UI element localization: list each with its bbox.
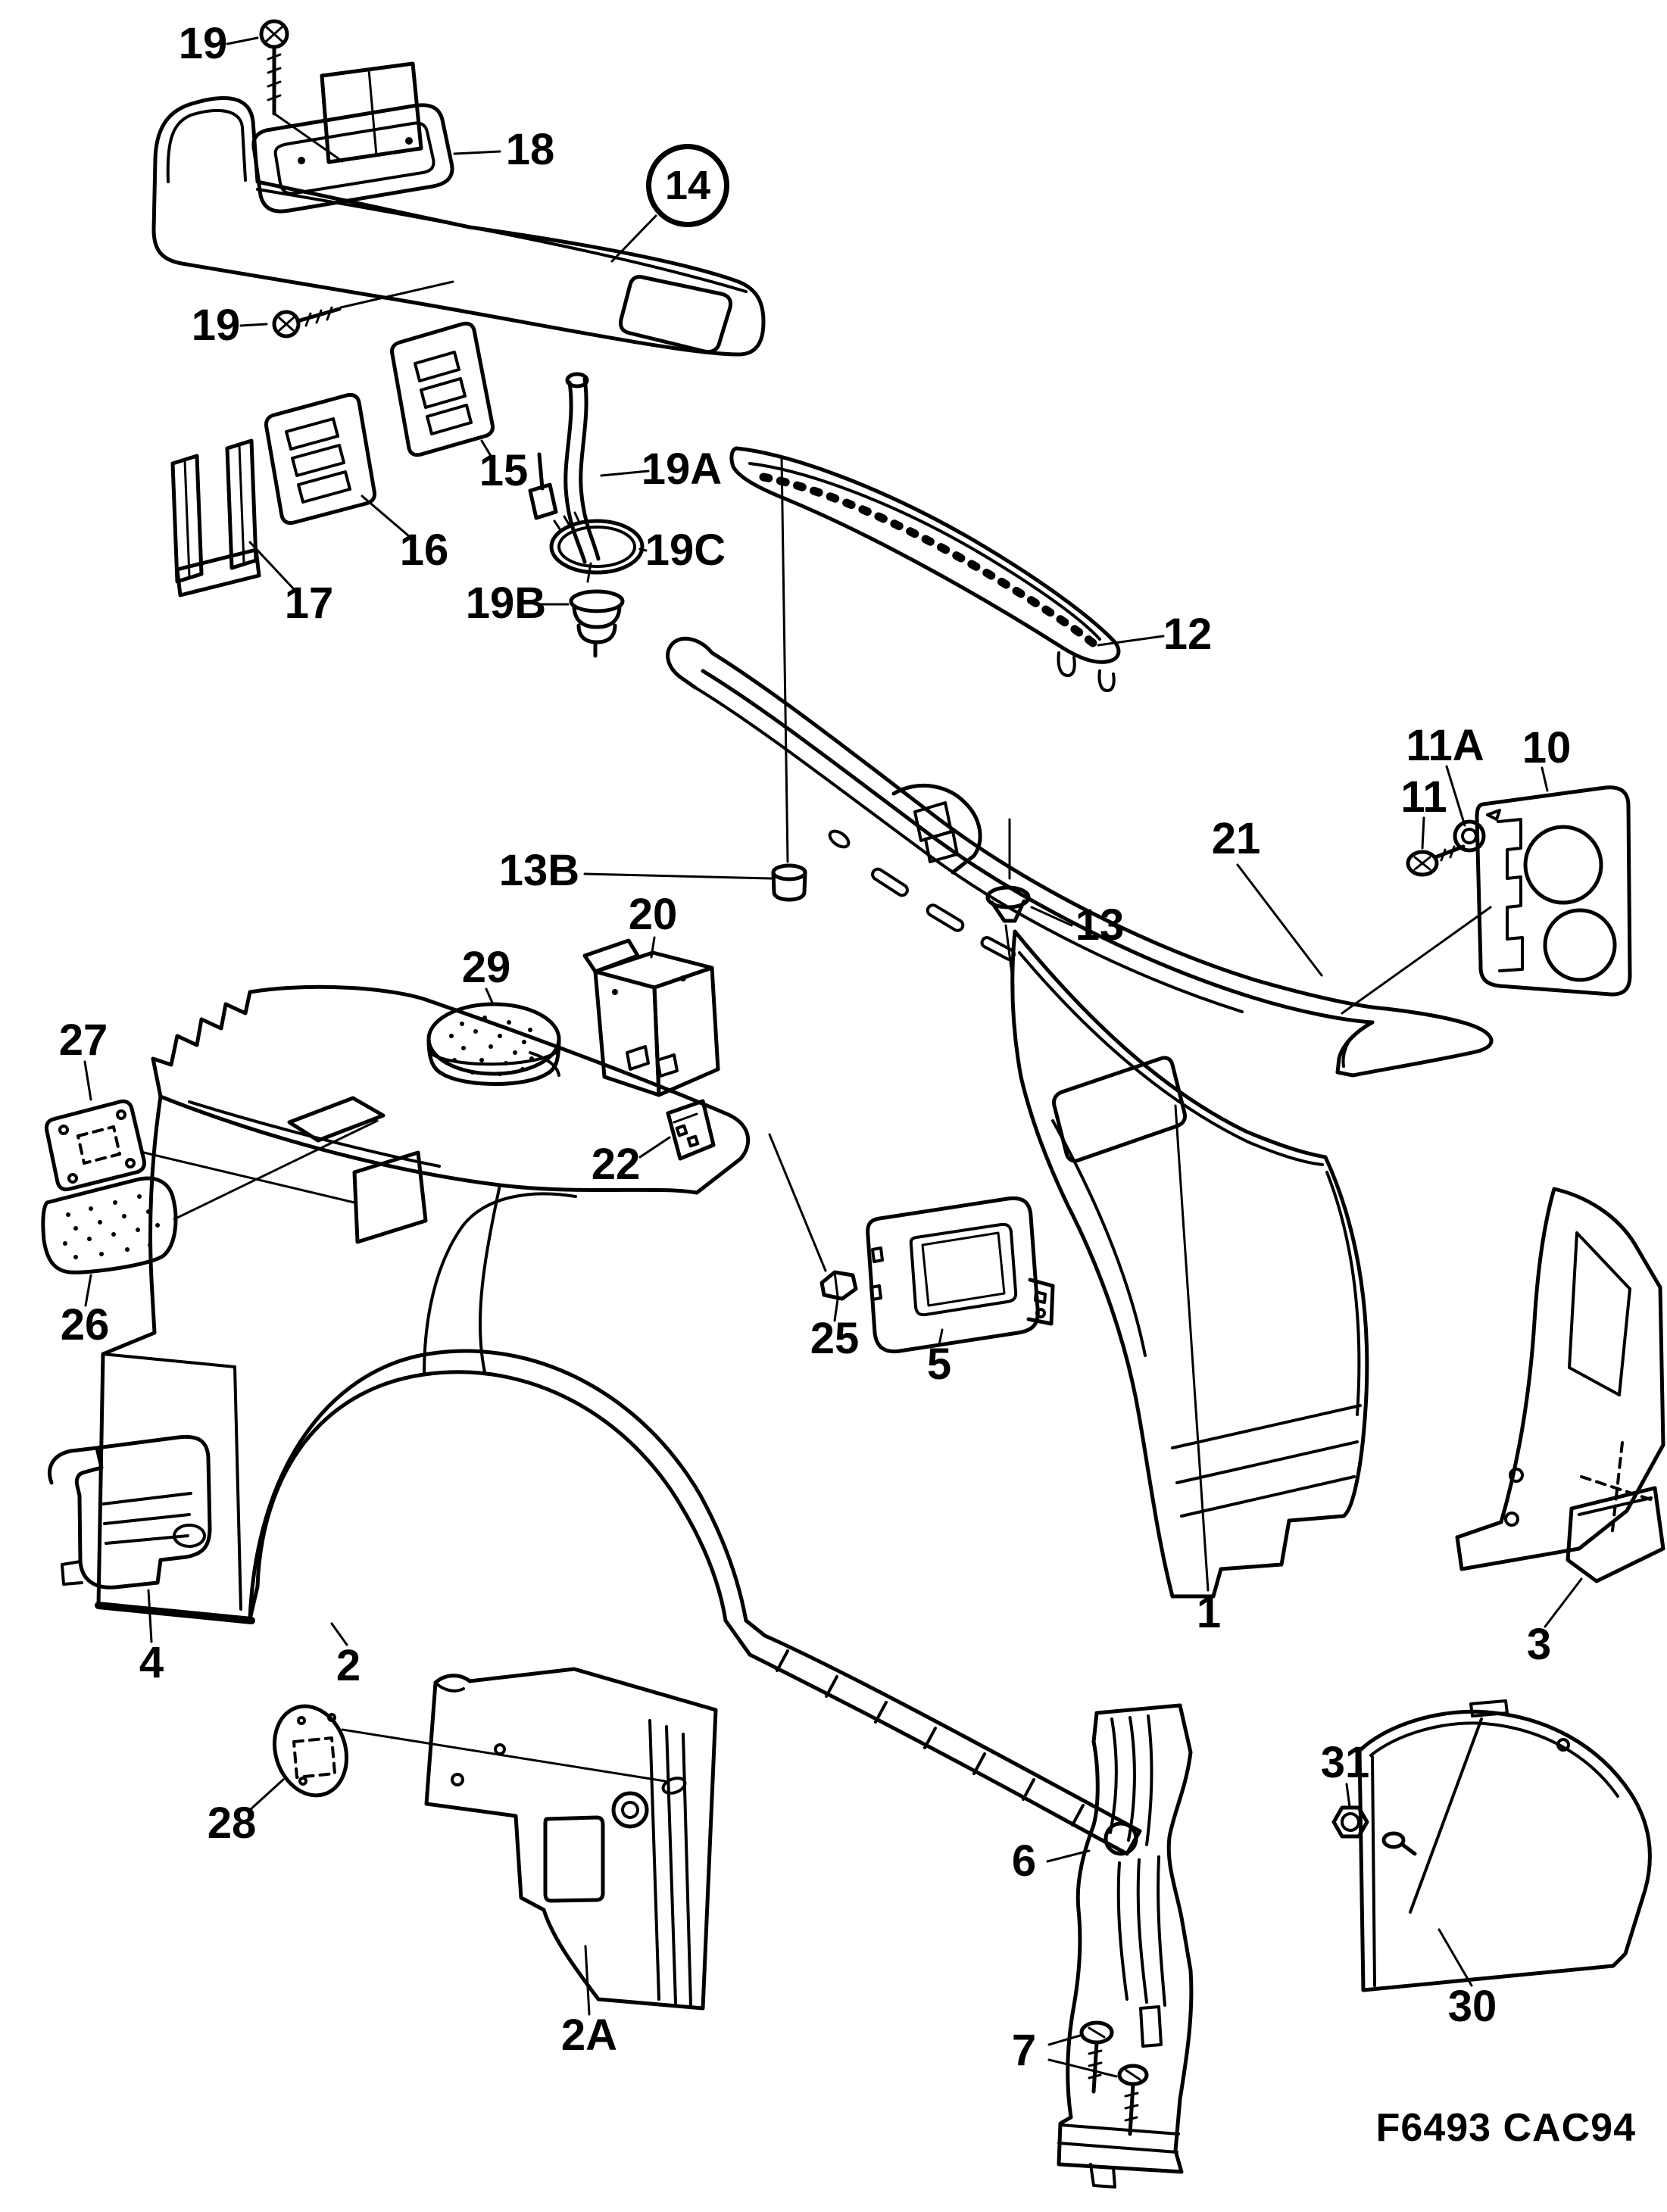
part-19B-plug (533, 562, 625, 658)
callout-19-mid: 19 (191, 301, 241, 350)
part-1-quarter-panel (1010, 929, 1369, 1599)
callout-27: 27 (58, 1016, 108, 1065)
callout-2: 2 (336, 1641, 361, 1690)
callout-29: 29 (461, 943, 511, 992)
callout-30: 30 (1447, 1982, 1497, 2031)
part-13B-nut (583, 457, 807, 902)
callout-22: 22 (591, 1140, 641, 1189)
callout-1: 1 (1196, 1588, 1222, 1637)
callout-19A: 19A (641, 445, 723, 494)
callout-12: 12 (1163, 610, 1213, 659)
callout-28: 28 (207, 1799, 257, 1848)
part-10-plate (1341, 766, 1632, 1015)
callout-3: 3 (1526, 1620, 1552, 1669)
figure-code: F6493 CAC94 (1375, 2106, 1636, 2150)
part-19-screw-top (226, 19, 344, 163)
callout-5: 5 (926, 1340, 952, 1389)
part-3-pillar-bracket (1455, 1187, 1665, 1628)
part-22-bracket (638, 1099, 716, 1161)
part-2-wheelhouse (95, 984, 1142, 1856)
callout-4: 4 (139, 1638, 164, 1687)
part-20-box-bracket (582, 936, 720, 1097)
part-2A-lower-pillar-panel (424, 1667, 718, 2016)
part-16-vent-grille (264, 392, 411, 538)
callout-26: 26 (60, 1300, 110, 1349)
part-5-frame (866, 1196, 1055, 1354)
callout-25: 25 (810, 1314, 860, 1363)
part-17-u-bracket (170, 438, 295, 597)
callout-18: 18 (505, 125, 555, 174)
callout-16: 16 (399, 526, 449, 575)
part-30-corner-panel (1357, 1699, 1652, 1992)
callout-17: 17 (284, 579, 334, 628)
part-11A-washer (1445, 765, 1486, 853)
part-21-rail (666, 637, 1494, 1078)
part-19-screw-mid (239, 280, 454, 339)
part-12-perforated-strip (729, 446, 1165, 692)
part-7-screws (1047, 2020, 1149, 2136)
part-14-console (151, 95, 766, 357)
part-25-clip (768, 1133, 858, 1322)
callout-11: 11 (1400, 772, 1447, 822)
part-26-pad (41, 1119, 379, 1307)
part-13-pin (985, 818, 1073, 987)
callout-15: 15 (479, 446, 529, 495)
callout-2A: 2A (560, 2011, 618, 2060)
callout-19B: 19B (465, 579, 547, 628)
callout-19C: 19C (645, 526, 726, 575)
callout-7: 7 (1011, 2026, 1037, 2075)
part-29-pad (426, 987, 561, 1086)
callout-11A: 11A (1406, 721, 1484, 770)
callout-13: 13 (1075, 900, 1125, 950)
callout-14: 14 (646, 144, 729, 227)
callout-19-top: 19 (178, 19, 228, 68)
part-28-oval-plate (248, 1704, 666, 1811)
part-27-plate (44, 1060, 356, 1204)
callout-21: 21 (1211, 814, 1261, 863)
callout-6: 6 (1011, 1836, 1037, 1886)
part-6-sill-bracket (1046, 1703, 1194, 2189)
callout-10: 10 (1522, 723, 1572, 772)
callout-31: 31 (1320, 1738, 1370, 1787)
part-19A-drain-tube (563, 372, 650, 564)
part-15-vent-plate (390, 321, 495, 457)
callout-20: 20 (628, 890, 678, 939)
callout-13B: 13B (498, 846, 580, 895)
part-11-screw (1406, 816, 1466, 877)
part-19C-clamp (528, 452, 648, 575)
part-4-bracket (48, 1434, 212, 1643)
